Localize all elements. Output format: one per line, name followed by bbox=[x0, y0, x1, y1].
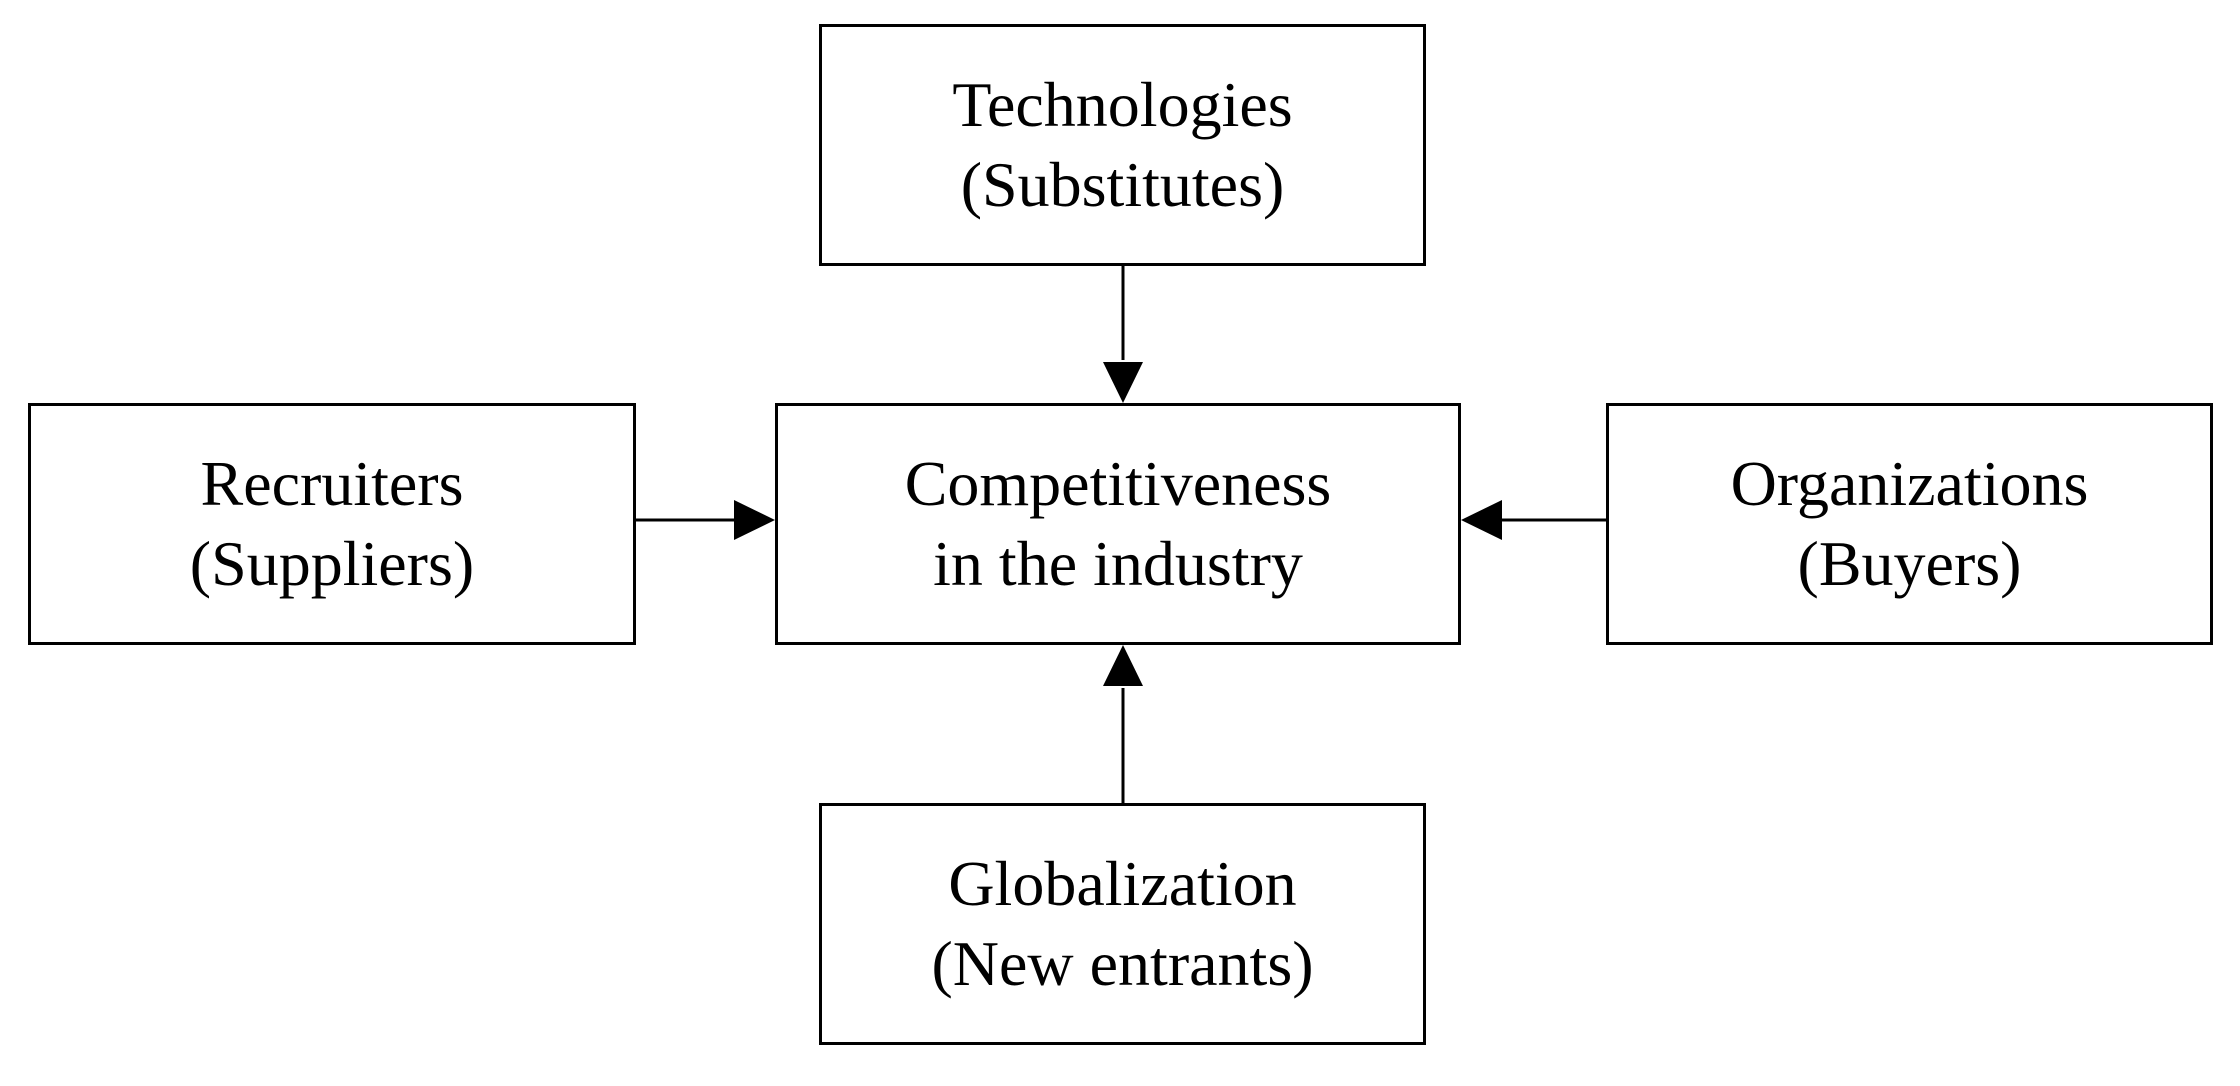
node-recruiters-line2: (Suppliers) bbox=[189, 528, 475, 599]
node-technologies-line1: Technologies bbox=[952, 69, 1293, 140]
node-competitiveness: Competitiveness in the industry bbox=[775, 403, 1461, 645]
node-competitiveness-line2: in the industry bbox=[933, 528, 1303, 599]
node-globalization-line1: Globalization bbox=[948, 848, 1297, 919]
node-recruiters: Recruiters (Suppliers) bbox=[28, 403, 636, 645]
node-organizations-line2: (Buyers) bbox=[1797, 528, 2022, 599]
node-organizations: Organizations (Buyers) bbox=[1606, 403, 2213, 645]
node-organizations-line1: Organizations bbox=[1730, 448, 2089, 519]
node-globalization-line2: (New entrants) bbox=[931, 928, 1314, 999]
arrowhead-left bbox=[734, 500, 775, 540]
node-globalization: Globalization (New entrants) bbox=[819, 803, 1426, 1045]
node-recruiters-line1: Recruiters bbox=[200, 448, 464, 519]
node-technologies: Technologies (Substitutes) bbox=[819, 24, 1426, 266]
arrowhead-bottom bbox=[1103, 645, 1143, 686]
node-technologies-line2: (Substitutes) bbox=[960, 149, 1285, 220]
node-competitiveness-line1: Competitiveness bbox=[904, 448, 1332, 519]
arrowhead-right bbox=[1461, 500, 1502, 540]
arrowhead-top bbox=[1103, 362, 1143, 403]
